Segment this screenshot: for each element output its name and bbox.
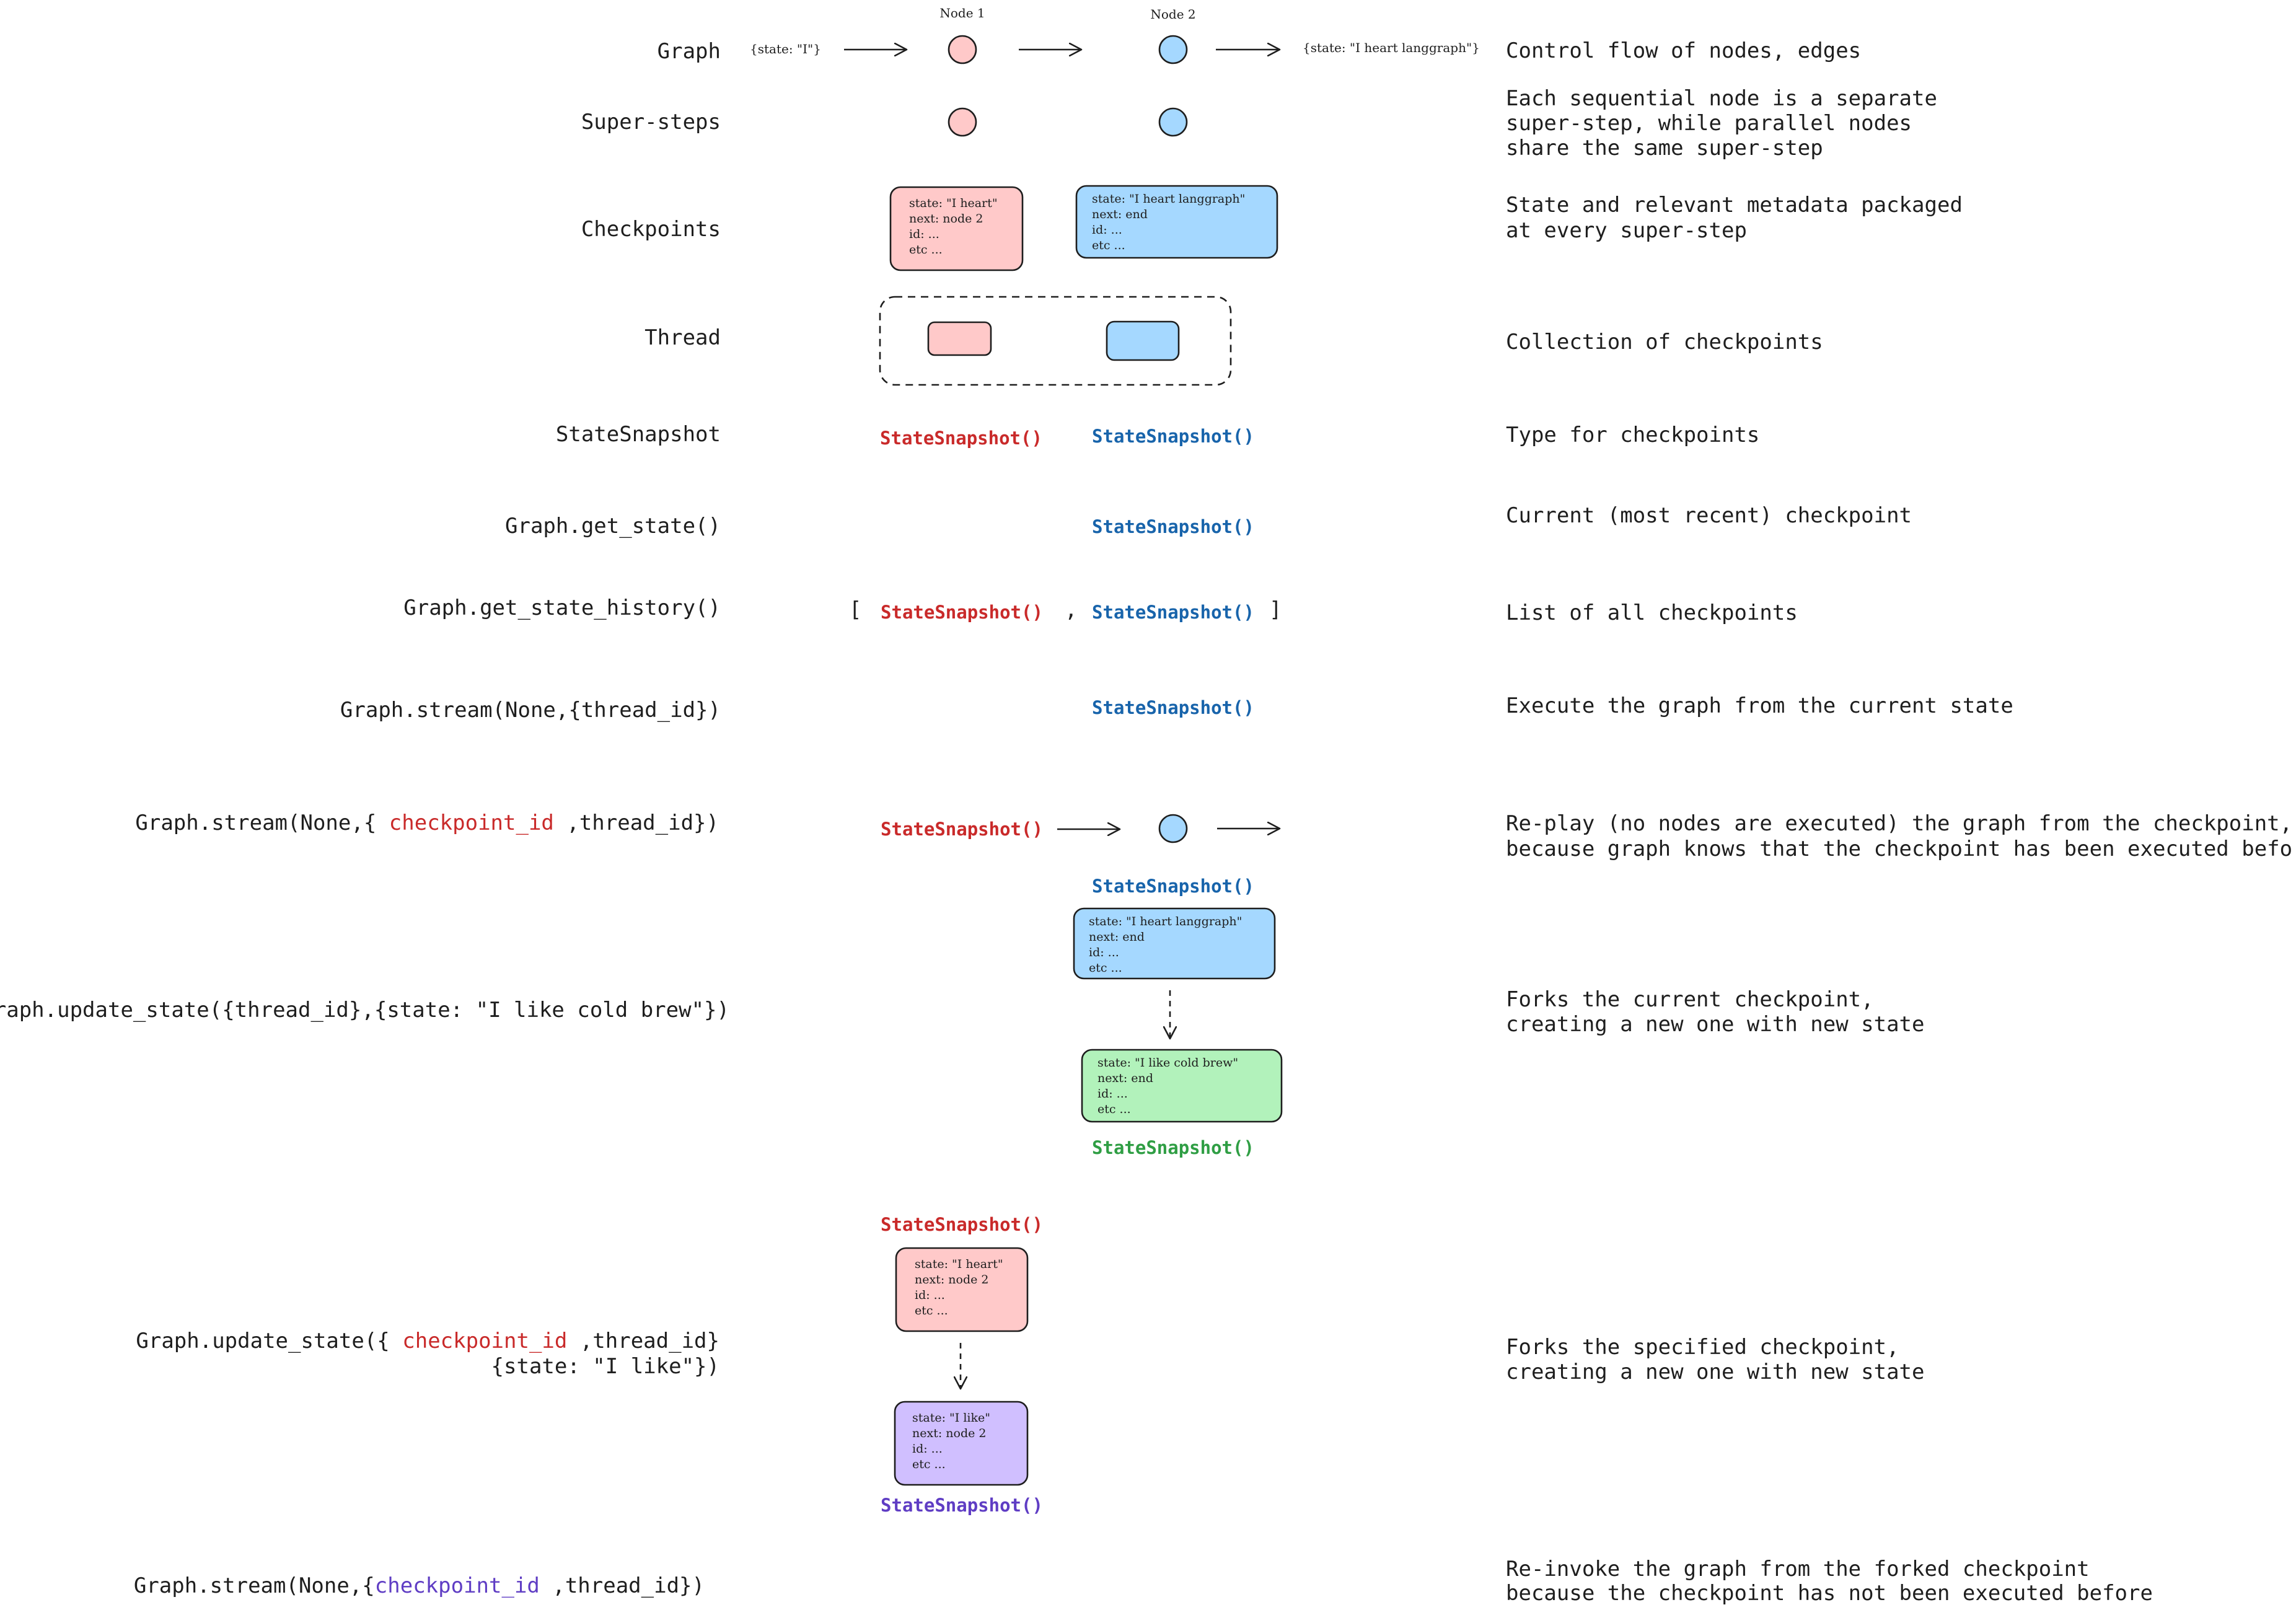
card-line: etc ... xyxy=(1097,1102,1131,1116)
graph-output-state: {state: "I heart langgraph"} xyxy=(1303,40,1480,55)
description-checkpoints-line-1: State and relevant metadata packaged xyxy=(1506,193,1963,218)
history-item-node-2: StateSnapshot() xyxy=(1092,602,1254,623)
card-line: etc ... xyxy=(1092,239,1125,252)
description-checkpoints-line-2: at every super-step xyxy=(1506,218,1747,243)
thread-checkpoint-1 xyxy=(927,321,992,356)
checkpoint-id-highlight: checkpoint_id xyxy=(389,811,554,835)
update-source-card-checkpoint: state: "I heart" next: node 2 id: ... et… xyxy=(895,1247,1029,1332)
card-line: etc ... xyxy=(909,243,943,257)
card-line: state: "I heart" xyxy=(915,1257,1003,1271)
checkpoint-id-highlight: checkpoint_id xyxy=(375,1573,540,1598)
card-line: next: node 2 xyxy=(915,1273,988,1287)
code-fragment: Graph.stream(None,{ xyxy=(134,1573,375,1598)
description-supersteps-line-1: Each sequential node is a separate xyxy=(1506,86,1937,111)
history-comma: , xyxy=(1065,597,1077,622)
card-line: id: ... xyxy=(1089,946,1119,959)
code-fragment: ,thread_id}) xyxy=(554,811,719,835)
history-item-node-1: StateSnapshot() xyxy=(881,602,1043,623)
get-state-result: StateSnapshot() xyxy=(1092,516,1254,537)
card-line: id: ... xyxy=(909,227,939,241)
code-fragment: Graph.stream(None,{ xyxy=(135,811,389,835)
statesnapshot-node-1: StateSnapshot() xyxy=(880,428,1042,449)
card-line: etc ... xyxy=(912,1458,946,1471)
forked-card-i-like: state: "I like" next: node 2 id: ... etc… xyxy=(894,1401,1029,1486)
update-source-snapshot-checkpoint: StateSnapshot() xyxy=(881,1214,1043,1235)
card-line: state: "I heart" xyxy=(909,196,998,210)
thread-container xyxy=(879,296,1232,386)
description-supersteps-line-2: super-step, while parallel nodes xyxy=(1506,111,1912,136)
description-supersteps-line-3: share the same super-step xyxy=(1506,136,1823,161)
row-label-get-state-history: Graph.get_state_history() xyxy=(403,596,721,620)
description-stream-thread: Execute the graph from the current state xyxy=(1506,693,2013,718)
card-line: state: "I like" xyxy=(912,1411,990,1425)
code-fragment: ,thread_id}) xyxy=(540,1573,705,1598)
card-line: next: end xyxy=(1092,208,1148,221)
row-label-checkpoints: Checkpoints xyxy=(581,217,721,242)
card-line: id: ... xyxy=(912,1442,943,1456)
description-update-thread-line-2: creating a new one with new state xyxy=(1506,1012,1925,1037)
card-line: etc ... xyxy=(915,1304,948,1317)
card-line: next: node 2 xyxy=(912,1427,986,1440)
superstep-node-1 xyxy=(948,107,977,137)
card-line: state: "I heart langgraph" xyxy=(1089,915,1242,928)
replay-node-2 xyxy=(1158,814,1188,843)
forked-snapshot-cold-brew: StateSnapshot() xyxy=(1092,1137,1254,1158)
history-open-bracket: [ xyxy=(849,597,861,622)
row-label-supersteps: Super-steps xyxy=(581,110,721,134)
description-thread: Collection of checkpoints xyxy=(1506,330,1823,354)
row-label-restream: Graph.stream(None,{checkpoint_id ,thread… xyxy=(134,1573,705,1598)
card-line: id: ... xyxy=(1092,223,1122,237)
description-update-thread-line-1: Forks the current checkpoint, xyxy=(1506,987,1874,1012)
checkpoint-card-node-1: state: "I heart" next: node 2 id: ... et… xyxy=(889,186,1024,271)
row-label-thread: Thread xyxy=(644,325,721,350)
row-label-get-state: Graph.get_state() xyxy=(505,514,721,539)
stream-thread-result: StateSnapshot() xyxy=(1092,697,1254,718)
row-label-stream-checkpoint: Graph.stream(None,{ checkpoint_id ,threa… xyxy=(135,811,719,835)
card-line: state: "I heart langgraph" xyxy=(1092,192,1245,206)
row-label-statesnapshot: StateSnapshot xyxy=(556,422,721,447)
description-statesnapshot: Type for checkpoints xyxy=(1506,423,1759,447)
description-update-checkpoint-line-1: Forks the specified checkpoint, xyxy=(1506,1335,1899,1360)
description-stream-checkpoint-line-2: because graph knows that the checkpoint … xyxy=(1506,837,2296,861)
row-label-update-checkpoint-line-2: {state: "I like"}) xyxy=(491,1354,719,1379)
row-label-update-thread: Graph.update_state({thread_id},{state: "… xyxy=(0,998,729,1023)
description-get-state-history: List of all checkpoints xyxy=(1506,600,1798,625)
forked-snapshot-i-like: StateSnapshot() xyxy=(881,1495,1043,1516)
description-restream-line-1: Re-invoke the graph from the forked chec… xyxy=(1506,1557,2090,1581)
card-line: next: end xyxy=(1089,930,1145,944)
statesnapshot-node-2: StateSnapshot() xyxy=(1092,426,1254,447)
checkpoint-card-node-2: state: "I heart langgraph" next: end id:… xyxy=(1075,185,1278,259)
superstep-node-2 xyxy=(1158,107,1188,137)
node-2-label: Node 2 xyxy=(1150,7,1195,22)
forked-card-cold-brew: state: "I like cold brew" next: end id: … xyxy=(1081,1049,1283,1123)
description-stream-checkpoint-line-1: Re-play (no nodes are executed) the grap… xyxy=(1506,811,2292,836)
card-line: next: end xyxy=(1097,1071,1153,1085)
graph-node-2 xyxy=(1158,35,1188,64)
node-1-label: Node 1 xyxy=(939,6,985,20)
description-get-state: Current (most recent) checkpoint xyxy=(1506,503,1912,528)
row-label-graph: Graph xyxy=(658,39,721,64)
graph-node-1 xyxy=(948,35,977,64)
card-line: id: ... xyxy=(915,1288,945,1302)
graph-input-state: {state: "I"} xyxy=(750,42,821,56)
card-line: state: "I like cold brew" xyxy=(1097,1056,1238,1070)
code-fragment: ,thread_id} xyxy=(567,1329,719,1353)
thread-checkpoint-2 xyxy=(1106,320,1180,361)
description-restream-line-2: because the checkpoint has not been exec… xyxy=(1506,1581,2153,1606)
description-update-checkpoint-line-2: creating a new one with new state xyxy=(1506,1360,1925,1384)
card-line: etc ... xyxy=(1089,961,1122,975)
code-fragment: Graph.update_state({ xyxy=(136,1329,402,1353)
update-source-card: state: "I heart langgraph" next: end id:… xyxy=(1073,907,1276,980)
card-line: id: ... xyxy=(1097,1087,1128,1101)
update-source-snapshot: StateSnapshot() xyxy=(1092,876,1254,897)
description-graph: Control flow of nodes, edges xyxy=(1506,38,1861,63)
card-line: next: node 2 xyxy=(909,212,983,226)
replay-start-snapshot: StateSnapshot() xyxy=(881,819,1043,840)
history-close-bracket: ] xyxy=(1269,597,1282,622)
row-label-stream-thread: Graph.stream(None,{thread_id}) xyxy=(340,698,721,723)
row-label-update-checkpoint-line-1: Graph.update_state({ checkpoint_id ,thre… xyxy=(136,1329,719,1353)
checkpoint-id-highlight: checkpoint_id xyxy=(402,1329,567,1353)
